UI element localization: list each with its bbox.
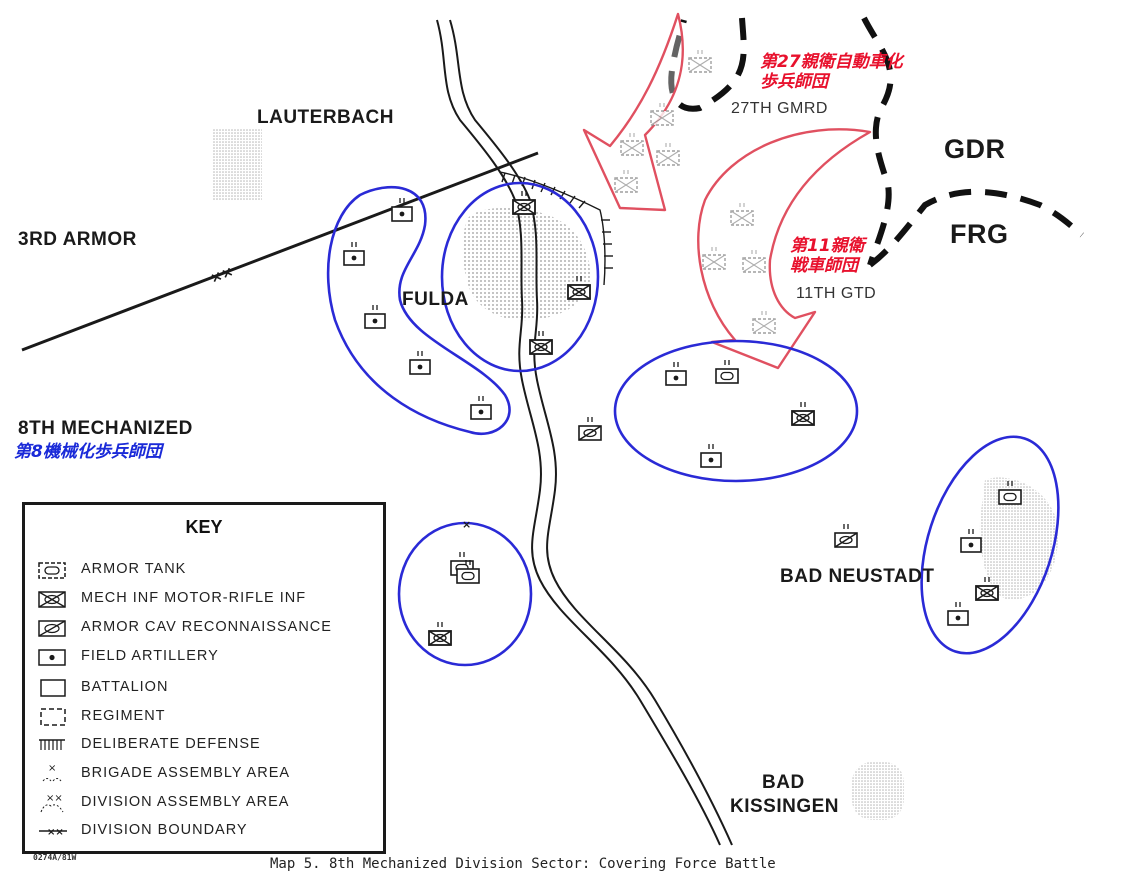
mech-inf-icon bbox=[38, 591, 66, 608]
svg-text:××: ×× bbox=[208, 264, 236, 287]
map-key: KEY ARMOR TANK MECH INF MOTOR-RIFLE INF … bbox=[22, 502, 386, 854]
label-8th-mechanized: 8TH MECHANIZED bbox=[18, 418, 193, 439]
brigade-assembly-icon: × bbox=[42, 763, 62, 782]
label-frg: FRG bbox=[950, 219, 1009, 249]
town-fulda bbox=[462, 207, 591, 321]
map-caption: Map 5. 8th Mechanized Division Sector: C… bbox=[270, 856, 776, 872]
label-11th-gtd: 11TH GTD bbox=[796, 285, 877, 302]
division-boundary-icon: ×× bbox=[39, 827, 67, 838]
annotation-27th-gmrd: 第27親衛自動車化 歩兵師団 bbox=[760, 52, 903, 92]
key-item-armor-cav: ARMOR CAV RECONNAISSANCE bbox=[35, 615, 385, 641]
key-title: KEY bbox=[185, 517, 223, 537]
brigade-area-west bbox=[326, 185, 511, 435]
annotation-11th-gtd-line1: 第11親衛 bbox=[790, 236, 865, 256]
label-bad-neustadt: BAD NEUSTADT bbox=[780, 566, 935, 587]
key-label: FIELD ARTILLERY bbox=[81, 648, 219, 664]
division-boundary-line: ×× bbox=[21, 151, 539, 352]
division-assembly-icon: ×× bbox=[40, 793, 64, 813]
label-3rd-armor: 3RD ARMOR bbox=[18, 229, 137, 250]
town-bad-neustadt bbox=[979, 477, 1059, 600]
svg-text:××: ×× bbox=[46, 793, 63, 804]
key-label: DIVISION BOUNDARY bbox=[81, 822, 248, 838]
town-bad-kissingen bbox=[852, 762, 904, 820]
regiment-icon bbox=[40, 708, 66, 726]
deliberate-defense-line bbox=[499, 171, 613, 286]
key-label: ARMOR TANK bbox=[81, 561, 187, 577]
annotation-8th-mechanized: 第8機械化歩兵師団 bbox=[14, 442, 162, 462]
town-lauterbach bbox=[212, 128, 262, 200]
annotation-11th-gtd-line2: 戦車師団 bbox=[790, 256, 858, 276]
svg-text:××: ×× bbox=[47, 827, 64, 838]
unit-symbols: × bbox=[343, 190, 1022, 646]
label-gdr: GDR bbox=[944, 134, 1006, 164]
label-lauterbach: LAUTERBACH bbox=[257, 107, 394, 128]
key-label: MECH INF MOTOR-RIFLE INF bbox=[81, 590, 307, 606]
attack-arrow-27th-gmrd bbox=[582, 12, 685, 212]
annotation-11th-gtd: 第11親衛 戦車師団 bbox=[790, 236, 865, 276]
annotation-27th-gmrd-line2: 歩兵師団 bbox=[760, 72, 828, 92]
inner-german-border bbox=[668, 16, 1084, 268]
river bbox=[436, 19, 733, 846]
svg-text:×: × bbox=[48, 763, 56, 774]
map-code: 0274A/81W bbox=[33, 853, 77, 862]
field-artillery-icon bbox=[38, 649, 66, 666]
key-item-deliberate-defense: DELIBERATE DEFENSE bbox=[35, 732, 385, 758]
label-fulda: FULDA bbox=[402, 289, 469, 310]
key-item-armor-tank: ARMOR TANK bbox=[35, 557, 385, 583]
battalion-icon bbox=[40, 679, 66, 697]
key-label: BRIGADE ASSEMBLY AREA bbox=[81, 765, 291, 781]
division-area-bad-neustadt bbox=[920, 435, 1060, 655]
deliberate-defense-icon bbox=[39, 739, 65, 750]
key-item-brigade-assembly: × BRIGADE ASSEMBLY AREA bbox=[35, 761, 385, 787]
key-item-mech-inf: MECH INF MOTOR-RIFLE INF bbox=[35, 586, 385, 612]
armor-cav-icon bbox=[38, 620, 66, 637]
key-label: DELIBERATE DEFENSE bbox=[81, 736, 261, 752]
brigade-area-east bbox=[613, 339, 859, 483]
assembly-area-outlines bbox=[326, 181, 1060, 667]
label-bad-kissingen-line1: BAD bbox=[762, 772, 805, 793]
armor-tank-icon bbox=[38, 562, 66, 579]
brigade-area-south bbox=[397, 521, 533, 667]
key-item-regiment: REGIMENT bbox=[35, 704, 385, 730]
annotation-27th-gmrd-line1: 第27親衛自動車化 bbox=[760, 52, 903, 72]
svg-text:×: × bbox=[462, 518, 471, 531]
label-bad-kissingen-line2: KISSINGEN bbox=[730, 796, 840, 817]
key-item-battalion: BATTALION bbox=[35, 675, 385, 701]
key-item-field-artillery: FIELD ARTILLERY bbox=[35, 644, 385, 670]
key-label: REGIMENT bbox=[81, 708, 166, 724]
brigade-area-fulda bbox=[440, 181, 600, 373]
label-27th-gmrd: 27TH GMRD bbox=[731, 100, 828, 117]
key-label: BATTALION bbox=[81, 679, 169, 695]
key-label: ARMOR CAV RECONNAISSANCE bbox=[81, 619, 332, 635]
key-item-division-assembly: ×× DIVISION ASSEMBLY AREA bbox=[35, 790, 385, 816]
key-item-division-boundary: ×× DIVISION BOUNDARY bbox=[35, 818, 385, 844]
key-label: DIVISION ASSEMBLY AREA bbox=[81, 794, 290, 810]
